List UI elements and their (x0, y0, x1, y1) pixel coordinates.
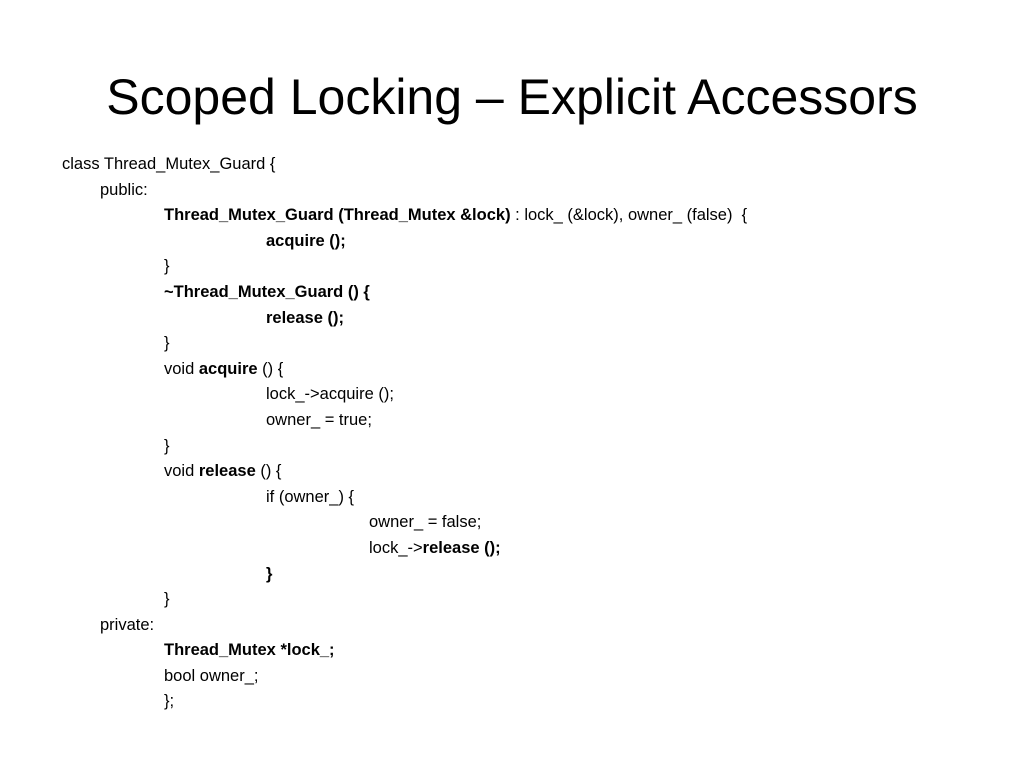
code-text: () { (255, 462, 282, 481)
code-text-bold: Thread_Mutex_Guard (Thread_Mutex &lock) (164, 206, 511, 225)
code-line: void acquire () { (62, 357, 962, 383)
code-text: } (164, 436, 170, 455)
code-text-bold: acquire (); (266, 231, 346, 250)
code-line: lock_->acquire (); (62, 382, 962, 408)
code-line: acquire (); (62, 229, 962, 255)
code-line: } (62, 587, 962, 613)
code-line: private: (62, 613, 962, 639)
code-text: () { (257, 359, 284, 378)
code-text: owner_ = true; (266, 410, 372, 429)
code-line: } (62, 434, 962, 460)
code-line: if (owner_) { (62, 485, 962, 511)
code-line: release (); (62, 306, 962, 332)
code-text: } (164, 334, 170, 353)
code-line: Thread_Mutex_Guard (Thread_Mutex &lock) … (62, 203, 962, 229)
code-text-bold: acquire (198, 359, 258, 378)
code-text: private: (100, 615, 155, 634)
code-text: void (164, 462, 199, 481)
code-line: ~Thread_Mutex_Guard () { (62, 280, 962, 306)
code-line: } (62, 331, 962, 357)
code-line: lock_->release (); (62, 536, 962, 562)
code-line: void release () { (62, 459, 962, 485)
code-text-bold: } (266, 564, 273, 583)
code-text: } (164, 257, 170, 276)
code-line: }; (62, 689, 962, 715)
code-text: class Thread_Mutex_Guard { (62, 155, 276, 173)
code-line: owner_ = true; (62, 408, 962, 434)
code-line: class Thread_Mutex_Guard { (62, 152, 962, 178)
code-text: lock_->acquire (); (266, 385, 394, 404)
code-text-bold: release (); (266, 308, 344, 327)
slide-title: Scoped Locking – Explicit Accessors (106, 69, 918, 125)
code-text: if (owner_) { (266, 487, 355, 506)
code-text: lock_-> (369, 538, 423, 557)
code-text: bool owner_; (164, 666, 259, 685)
code-text: void (164, 359, 199, 378)
code-line: } (62, 562, 962, 588)
code-text: : lock_ (&lock), owner_ (false) { (510, 206, 748, 225)
code-text-bold: release (); (422, 538, 501, 557)
code-text: }; (164, 692, 175, 711)
code-text: public: (100, 180, 148, 199)
code-line: owner_ = false; (62, 510, 962, 536)
code-text: owner_ = false; (369, 513, 482, 532)
code-line: } (62, 254, 962, 280)
code-text-bold: release (198, 462, 256, 481)
code-line: Thread_Mutex *lock_; (62, 638, 962, 664)
code-line: public: (62, 178, 962, 204)
code-text-bold: Thread_Mutex *lock_; (164, 641, 335, 660)
code-block: class Thread_Mutex_Guard { public: Threa… (62, 152, 962, 715)
code-line: bool owner_; (62, 664, 962, 690)
code-text: } (164, 590, 170, 609)
code-text-bold: ~Thread_Mutex_Guard () { (164, 282, 370, 301)
